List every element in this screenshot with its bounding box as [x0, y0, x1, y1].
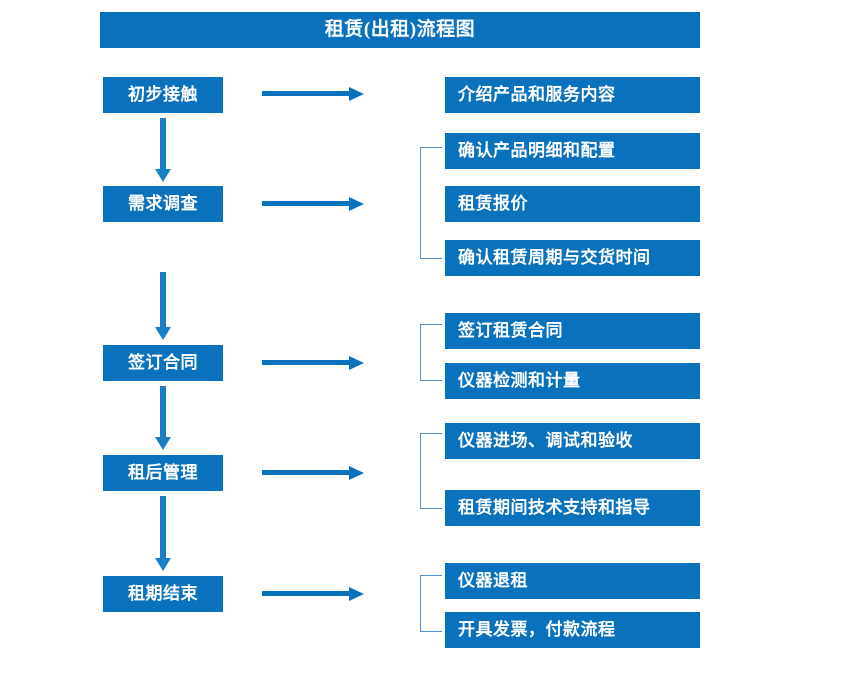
stage-box[interactable]: 租后管理 — [103, 455, 223, 491]
stage-box[interactable]: 租期结束 — [103, 576, 223, 612]
arrow-head — [155, 558, 171, 571]
arrow-down-icon — [155, 496, 171, 571]
stage-box[interactable]: 需求调查 — [103, 186, 223, 222]
arrow-right-icon — [262, 465, 364, 481]
arrow-shaft — [262, 91, 350, 96]
arrow-right-icon — [262, 196, 364, 212]
arrow-shaft — [160, 496, 166, 560]
arrow-shaft — [160, 118, 166, 171]
arrow-head — [349, 197, 364, 211]
bracket-connector — [420, 324, 442, 381]
arrow-down-icon — [155, 272, 171, 340]
detail-box[interactable]: 仪器进场、调试和验收 — [445, 423, 700, 459]
detail-box[interactable]: 租赁报价 — [445, 186, 700, 222]
detail-box[interactable]: 确认产品明细和配置 — [445, 133, 700, 169]
detail-box[interactable]: 仪器检测和计量 — [445, 363, 700, 399]
bracket-connector — [420, 575, 442, 632]
arrow-right-icon — [262, 586, 364, 602]
detail-box[interactable]: 介绍产品和服务内容 — [445, 77, 700, 113]
arrow-shaft — [262, 360, 350, 365]
detail-box[interactable]: 仪器退租 — [445, 563, 700, 599]
bracket-connector — [420, 147, 442, 259]
arrow-head — [155, 437, 171, 450]
arrow-head — [155, 169, 171, 182]
arrow-head — [155, 327, 171, 340]
arrow-shaft — [160, 386, 166, 439]
detail-box[interactable]: 开具发票，付款流程 — [445, 612, 700, 648]
detail-box[interactable]: 确认租赁周期与交货时间 — [445, 240, 700, 276]
arrow-shaft — [160, 272, 166, 329]
detail-box[interactable]: 租赁期间技术支持和指导 — [445, 490, 700, 526]
arrow-head — [349, 587, 364, 601]
arrow-head — [349, 466, 364, 480]
page-title: 租赁(出租)流程图 — [100, 12, 700, 48]
stage-box[interactable]: 初步接触 — [103, 77, 223, 113]
arrow-shaft — [262, 201, 350, 206]
arrow-shaft — [262, 470, 350, 475]
arrow-shaft — [262, 591, 350, 596]
detail-box[interactable]: 签订租赁合同 — [445, 313, 700, 349]
arrow-head — [349, 87, 364, 101]
arrow-right-icon — [262, 355, 364, 371]
arrow-right-icon — [262, 86, 364, 102]
arrow-down-icon — [155, 118, 171, 182]
bracket-connector — [420, 433, 442, 509]
arrow-down-icon — [155, 386, 171, 450]
stage-box[interactable]: 签订合同 — [103, 345, 223, 381]
arrow-head — [349, 356, 364, 370]
